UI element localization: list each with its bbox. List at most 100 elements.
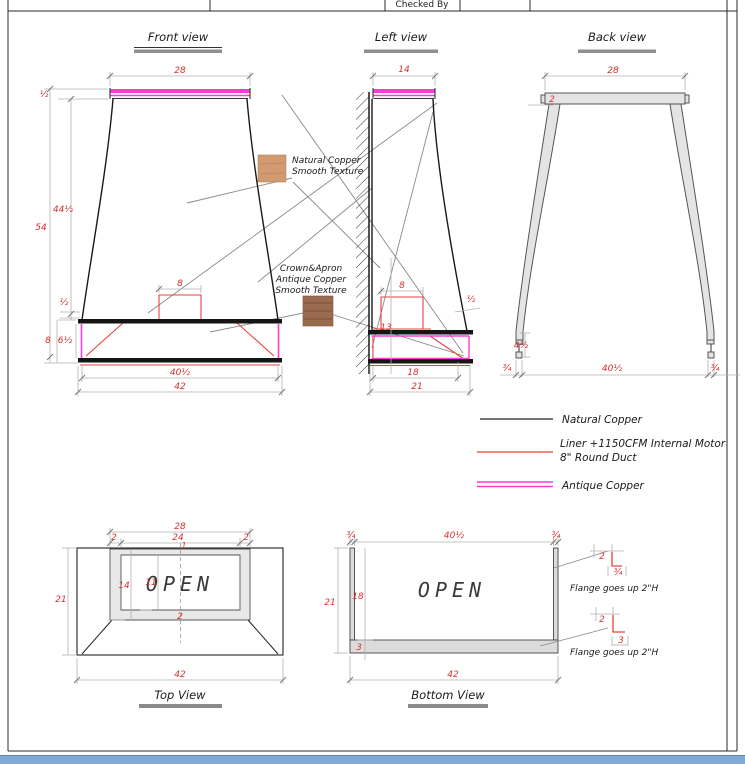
bottom-dim-inner-depth: 18: [352, 592, 364, 602]
back-view-title: Back view: [588, 30, 647, 44]
left-dim-duct-width: 8: [399, 281, 405, 291]
back-dim-foot-left: ¾: [503, 364, 512, 374]
title-block-checked-by: Checked By: [396, 0, 450, 10]
front-title-underline-bar: [134, 49, 222, 53]
bottom-dim-width: 42: [447, 670, 459, 680]
top-view-rim: [109, 548, 251, 621]
natural-copper-swatch: [257, 154, 287, 183]
texture-leader-lines: [147, 94, 465, 357]
front-dim-body-height: 44½: [53, 205, 73, 215]
legend-label-liner-2: 8" Round Duct: [560, 452, 637, 464]
front-dim-bottom-width: 42: [174, 382, 186, 392]
front-dim-crown-height: ½: [40, 90, 49, 100]
bottom-dim-band: 3: [356, 643, 362, 653]
left-dim-wall-to-duct: 13: [380, 323, 392, 333]
crown-apron-label-3: Smooth Texture: [275, 286, 347, 296]
top-dim-rim-depth: 14: [118, 581, 130, 591]
scrollbar-horizontal[interactable]: [0, 755, 745, 764]
front-view-title: Front view: [148, 30, 209, 44]
flange-b-dim-width: 2: [599, 615, 605, 625]
top-dim-edge-right: 2: [243, 533, 249, 543]
flange-a-dim-thk: ¾: [614, 568, 623, 578]
crown-apron-label-1: Crown&Apron: [280, 264, 343, 274]
left-dim-ticks: [366, 72, 474, 396]
top-dim-top-width: 28: [174, 522, 186, 532]
back-view: Back view 28 2 4½ ¾: [500, 30, 740, 379]
front-dim-total-height: 54: [35, 223, 47, 233]
back-dim-top-width: 28: [607, 66, 619, 76]
left-view-title: Left view: [375, 30, 428, 44]
front-crown: [109, 88, 251, 99]
front-view: Front view: [35, 30, 286, 396]
flange-note-b: Flange goes up 2"H: [570, 648, 658, 658]
left-dim-lines: [369, 72, 481, 396]
left-body: [371, 98, 468, 332]
back-dim-crown-drop: 2: [549, 95, 555, 105]
bottom-view-title: Bottom View: [411, 688, 485, 702]
front-dim-ticks: [46, 72, 286, 396]
legend-label-antique: Antique Copper: [561, 480, 645, 492]
legend-label-liner-1: Liner +1150CFM Internal Motor: [560, 438, 726, 450]
top-view-outline: [76, 547, 284, 656]
flange-detail-b: 2 3 Flange goes up 2"H: [570, 607, 658, 658]
natural-copper-label-2: Smooth Texture: [292, 167, 364, 177]
flange-detail-a: 2 ¾ Flange goes up 2"H: [570, 544, 658, 594]
back-dim-ticks: [512, 72, 718, 379]
bottom-view: OPEN ¾ 40½ ¾ 21 18 3 42 Bottom View: [324, 531, 658, 708]
left-title-underline-bar: [364, 49, 438, 53]
bottom-view-open-label: OPEN: [418, 578, 486, 602]
left-wall: [356, 92, 370, 374]
back-body: [515, 92, 715, 359]
bottom-view-channel: [349, 547, 559, 654]
legend: Natural Copper Liner +1150CFM Internal M…: [477, 414, 726, 492]
bottom-view-dim-lines: [334, 536, 609, 684]
top-view-dim-ticks: [73, 528, 287, 684]
left-dim-bottom-depth: 21: [411, 382, 422, 392]
front-liner-duct: [80, 294, 280, 366]
top-dim-back-rim: 1: [182, 541, 187, 550]
front-body: [81, 98, 279, 321]
bottom-view-title-underline: [408, 704, 488, 708]
flange-a-dim-width: 2: [599, 552, 605, 562]
bottom-dim-side-left: ¾: [347, 531, 356, 541]
legend-label-natural: Natural Copper: [562, 414, 643, 426]
top-dim-front-rim: 2: [177, 612, 183, 622]
front-dim-apron-gap: ½: [60, 298, 69, 308]
flange-note-a: Flange goes up 2"H: [570, 584, 658, 594]
back-dim-lines: [500, 72, 740, 377]
left-crown: [372, 88, 436, 99]
top-dim-depth: 21: [55, 595, 66, 605]
top-view-dim-lines: [62, 528, 284, 684]
top-view: OPEN 28 2 24 2 1 14 11 2 21 42 Top View: [55, 522, 287, 708]
front-dim-top-width: 28: [174, 66, 186, 76]
top-view-open-label: OPEN: [146, 572, 214, 596]
crown-apron-label-2: Antique Copper: [275, 275, 347, 285]
left-dim-top-width: 14: [398, 65, 410, 75]
left-dim-overhang: ½: [467, 295, 476, 305]
top-dim-width: 42: [174, 670, 186, 680]
left-dim-liner-depth: 18: [407, 368, 419, 378]
sheet-frame: [7, 0, 738, 752]
top-view-title: Top View: [154, 688, 206, 702]
top-dim-opening-depth: 11: [145, 578, 156, 588]
crown-apron-swatch-group: Crown&Apron Antique Copper Smooth Textur…: [275, 264, 347, 327]
back-title-underline-bar: [578, 49, 656, 53]
top-view-diagonal-right: [247, 619, 279, 655]
natural-copper-swatch-group: Natural Copper Smooth Texture: [257, 154, 364, 183]
front-apron: [78, 319, 282, 363]
back-dim-span: 40½: [602, 364, 622, 374]
front-dim-apron-height: 8: [45, 336, 51, 346]
front-dim-liner-width: 40½: [170, 368, 190, 378]
flange-b-dim-thk2: 3: [618, 636, 624, 646]
front-dim-band-height: 6½: [58, 336, 73, 346]
front-dim-duct-width: 8: [177, 279, 183, 289]
back-dim-foot-height: 4½: [514, 341, 529, 351]
natural-copper-label-1: Natural Copper: [292, 156, 362, 166]
left-view: Left view: [356, 30, 481, 396]
front-dim-lines: [44, 72, 283, 396]
bottom-dim-side-right: ¾: [552, 531, 561, 541]
bottom-dim-span: 40½: [444, 531, 464, 541]
bottom-dim-depth: 21: [324, 598, 335, 608]
